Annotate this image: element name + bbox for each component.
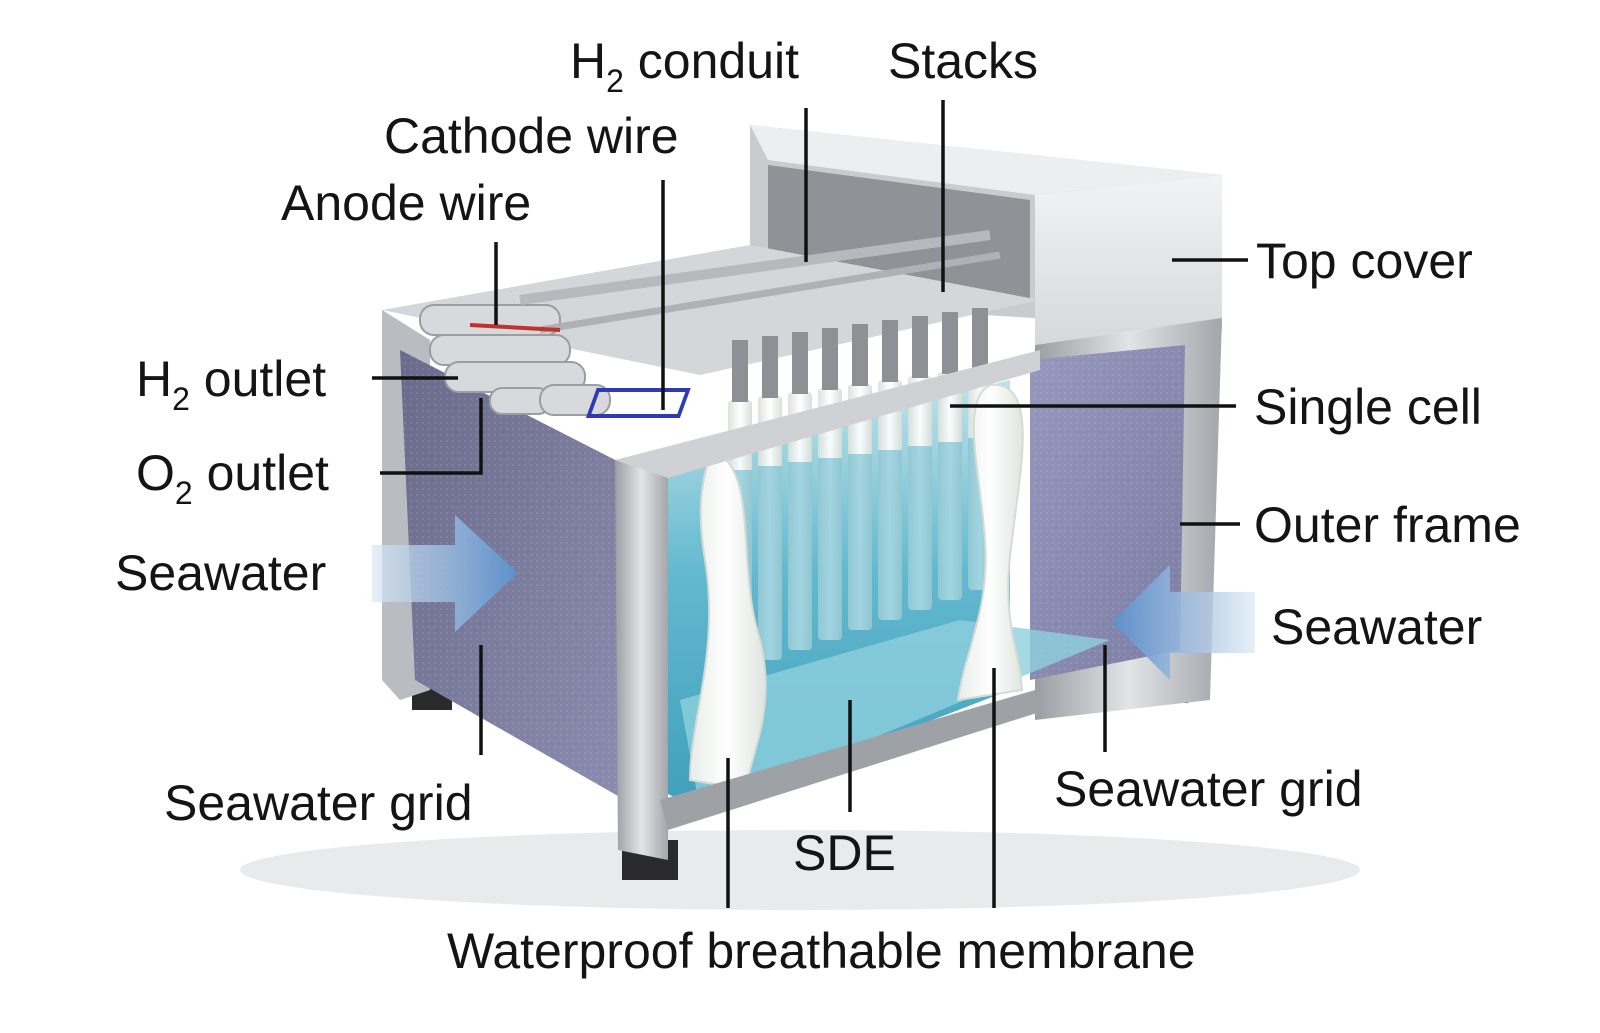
single-cell-immersed [788,462,812,650]
label-anode-wire: Anode wire [281,175,532,231]
stack-terminal [852,324,868,386]
leader-o2-outlet [380,398,483,475]
label-cathode-wire: Cathode wire [384,108,679,164]
label-membrane: Waterproof breathable membrane [447,923,1196,979]
leader-lines [372,100,1248,908]
stack-terminal [942,312,958,374]
stack-terminal [882,320,898,382]
floor-shadow [240,830,1360,910]
label-top-cover: Top cover [1256,233,1473,289]
label-h2-conduit: H2 conduit [570,33,800,99]
label-seawater-grid-left: Seawater grid [164,775,473,831]
single-cell-immersed [878,450,902,620]
seawater-arrow-left [372,515,518,632]
single-cell-immersed [818,458,842,640]
label-h2-outlet: H2 outlet [136,351,327,417]
stack-terminal [822,328,838,390]
stack-terminal [762,336,778,398]
frame-top-front-rail [615,350,1040,478]
label-single-cell: Single cell [1254,379,1482,435]
label-o2-outlet: O2 outlet [136,445,329,511]
stack-terminal [972,308,988,370]
seawater-arrow-right [1112,565,1255,680]
stack-terminal [732,340,748,402]
single-cell-immersed [848,454,872,630]
label-stacks: Stacks [888,33,1039,89]
top-cover-top [750,125,1222,195]
single-cell-immersed [908,446,932,610]
single-cell-immersed [758,466,782,660]
stack-terminal [912,316,928,378]
label-seawater-left: Seawater [115,545,327,601]
single-cell-immersed [938,442,962,600]
frame-front-left-post [615,460,668,860]
stack-terminal [792,332,808,394]
label-seawater-grid-right: Seawater grid [1054,761,1363,817]
top-cover-face [1035,175,1222,345]
membrane-right [956,383,1024,702]
label-sde: SDE [793,825,896,881]
label-seawater-right: Seawater [1271,599,1483,655]
label-outer-frame: Outer frame [1254,497,1521,553]
